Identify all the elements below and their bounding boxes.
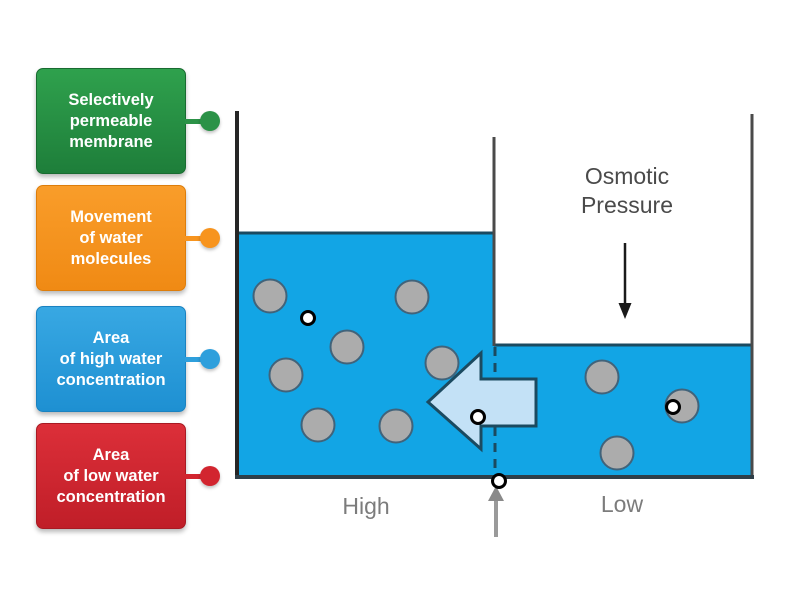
- target-dot-low-water-area[interactable]: [665, 399, 681, 415]
- connector-stub: [185, 356, 205, 362]
- connector-dot: [200, 466, 220, 486]
- target-dot-membrane[interactable]: [491, 473, 507, 489]
- high-label: High: [342, 493, 389, 519]
- solute-molecule: [329, 329, 365, 365]
- solute-molecule: [394, 279, 430, 315]
- solute-molecule: [300, 407, 336, 443]
- target-dot-water-movement[interactable]: [470, 409, 486, 425]
- connector-stub: [185, 118, 205, 124]
- solute-molecule: [599, 435, 635, 471]
- osmotic-pressure-label-line1: Osmotic: [585, 163, 669, 189]
- connector-dot: [200, 111, 220, 131]
- water-flow-arrow: [425, 349, 538, 453]
- label-card-area-of-high-water-concentration[interactable]: Area of high water concentration: [36, 306, 220, 412]
- label-text: Selectively permeable membrane: [68, 90, 154, 151]
- solute-molecule: [584, 359, 620, 395]
- osmotic-pressure-label-line2: Pressure: [581, 192, 673, 218]
- connector-stub: [185, 473, 205, 479]
- label-card-selectively-permeable-membrane[interactable]: Selectively permeable membrane: [36, 68, 220, 174]
- connector-dot: [200, 349, 220, 369]
- label-text: Area of low water concentration: [56, 445, 166, 506]
- connector-stub: [185, 235, 205, 241]
- low-label: Low: [601, 491, 644, 517]
- solute-molecule: [252, 278, 288, 314]
- osmosis-diagram: Osmotic Pressure High Low: [235, 111, 754, 537]
- membrane-up-arrowhead: [488, 486, 504, 501]
- connector-dot: [200, 228, 220, 248]
- solute-molecules: [252, 278, 700, 471]
- label-card-area-of-low-water-concentration[interactable]: Area of low water concentration: [36, 423, 220, 529]
- solute-molecule: [424, 345, 460, 381]
- label-card-movement-of-water-molecules[interactable]: Movement of water molecules: [36, 185, 220, 291]
- target-dot-high-water-area[interactable]: [300, 310, 316, 326]
- solute-molecule: [378, 408, 414, 444]
- solute-molecule: [268, 357, 304, 393]
- label-text: Movement of water molecules: [70, 207, 152, 268]
- osmotic-pressure-down-arrowhead: [618, 303, 632, 319]
- label-text: Area of high water concentration: [56, 328, 166, 389]
